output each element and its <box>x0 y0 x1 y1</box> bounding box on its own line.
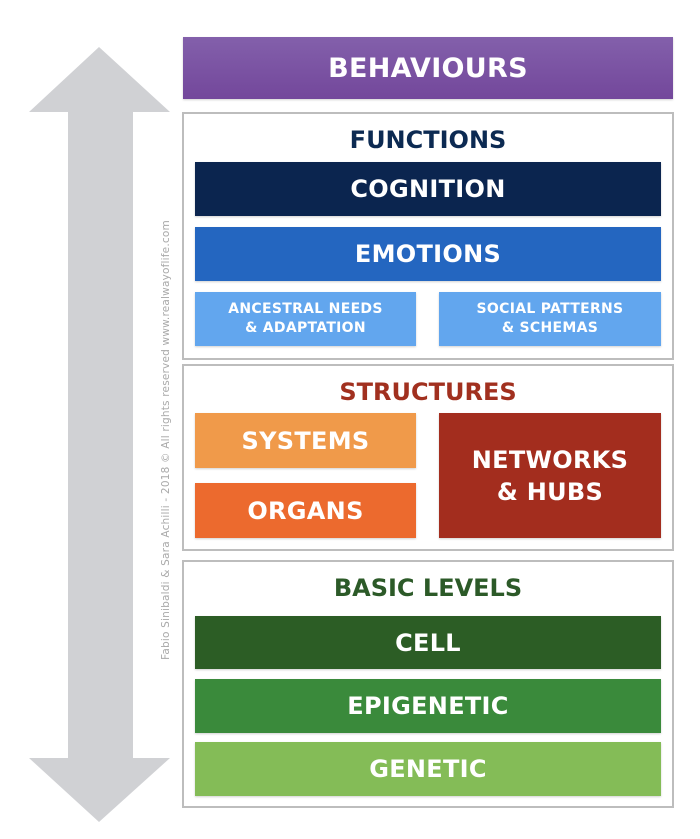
organs-label: ORGANS <box>247 496 364 525</box>
basic-levels-title: BASIC LEVELS <box>333 574 523 602</box>
networks-line2: & HUBS <box>496 477 604 506</box>
cognition-bar: COGNITION <box>195 162 661 216</box>
copyright-credit: Fabio Sinibaldi & Sara Achilli - 2018 © … <box>160 220 172 660</box>
systems-block: SYSTEMS <box>195 413 416 468</box>
systems-label: SYSTEMS <box>241 426 370 455</box>
arrow-shape <box>29 47 170 822</box>
behaviours-label: BEHAVIOURS <box>328 52 528 84</box>
networks-hubs-block: NETWORKS & HUBS <box>439 413 661 538</box>
genetic-label: GENETIC <box>369 755 487 783</box>
networks-line1: NETWORKS <box>471 445 629 474</box>
organs-block: ORGANS <box>195 483 416 538</box>
social-patterns-block: SOCIAL PATTERNS & SCHEMAS <box>439 292 661 346</box>
functions-title: FUNCTIONS <box>349 126 507 154</box>
epigenetic-bar: EPIGENETIC <box>195 679 661 733</box>
cell-label: CELL <box>395 628 461 657</box>
ancestral-needs-block: ANCESTRAL NEEDS & ADAPTATION <box>195 292 416 346</box>
ancestral-line2: & ADAPTATION <box>245 320 366 336</box>
ancestral-line1: ANCESTRAL NEEDS <box>228 301 383 317</box>
social-line1: SOCIAL PATTERNS <box>476 301 624 317</box>
social-line2: & SCHEMAS <box>501 320 599 336</box>
structures-title: STRUCTURES <box>339 378 517 406</box>
double-headed-vertical-arrow-icon <box>29 47 170 822</box>
cognition-label: COGNITION <box>350 175 506 203</box>
emotions-label: EMOTIONS <box>354 240 502 268</box>
emotions-bar: EMOTIONS <box>195 227 661 281</box>
epigenetic-label: EPIGENETIC <box>347 692 509 720</box>
cell-bar: CELL <box>195 616 661 669</box>
genetic-bar: GENETIC <box>195 742 661 796</box>
behaviours-bar: BEHAVIOURS <box>183 37 673 99</box>
